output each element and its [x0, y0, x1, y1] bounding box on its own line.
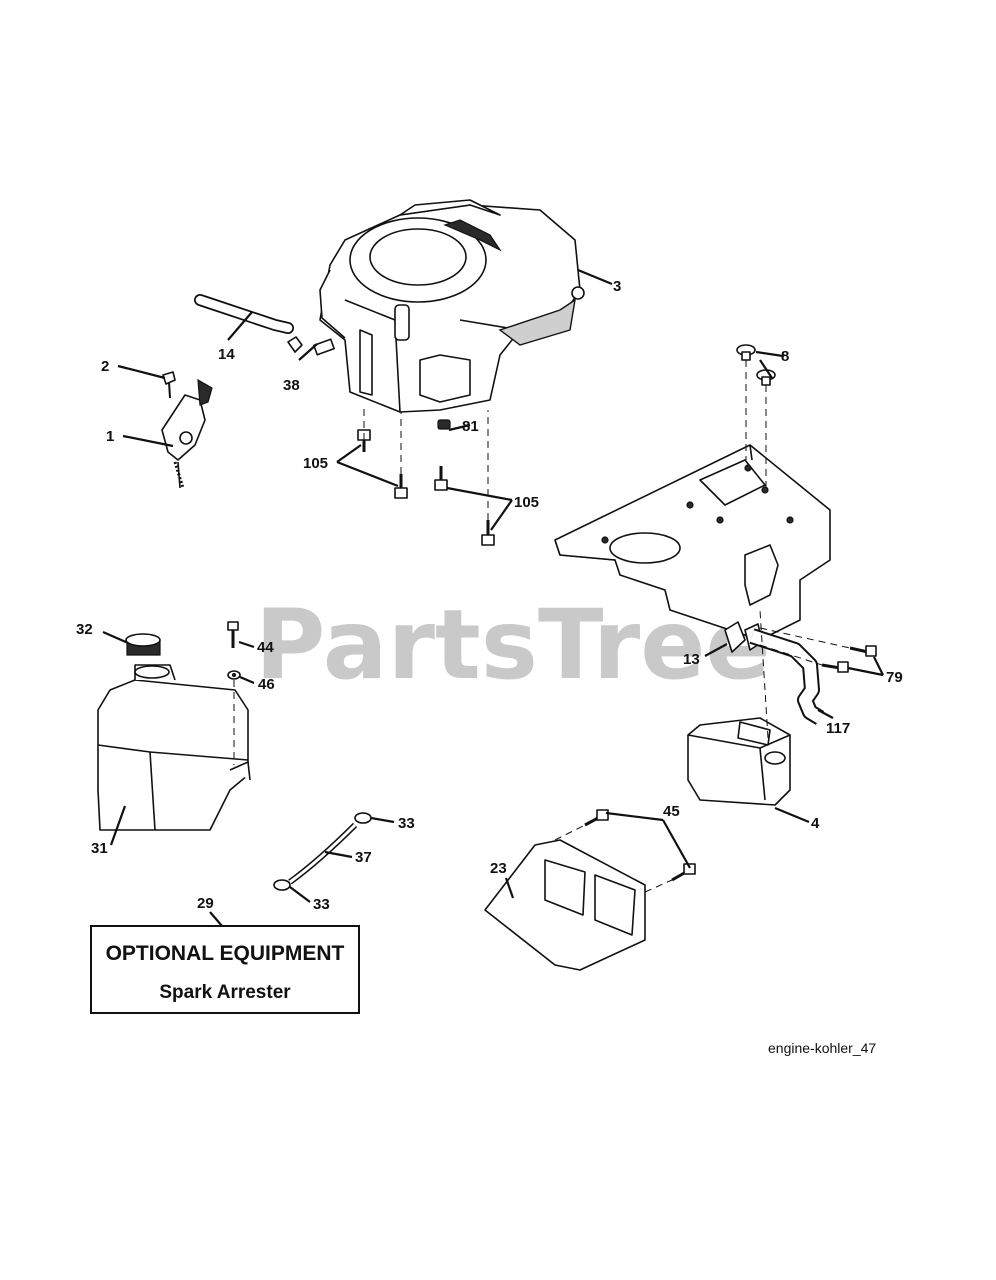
callout-46[interactable]: 46 [258, 676, 275, 693]
bolt-part-79-b[interactable] [821, 661, 849, 673]
screw-part-45-a[interactable] [584, 809, 609, 827]
callout-29[interactable]: 29 [197, 895, 214, 912]
callout-79[interactable]: 79 [886, 669, 903, 686]
optional-equipment-title: OPTIONAL EQUIPMENT [106, 942, 345, 965]
fuel-tank-part-31[interactable] [97, 664, 251, 831]
callout-33-b[interactable]: 33 [313, 896, 330, 913]
callout-44[interactable]: 44 [257, 639, 274, 656]
fitting-part-38[interactable] [287, 336, 335, 356]
callout-33-a[interactable]: 33 [398, 815, 415, 832]
leader-lines [102, 268, 884, 927]
callout-105-a[interactable]: 105 [303, 455, 328, 472]
callout-32[interactable]: 32 [76, 621, 93, 638]
engine-part-3[interactable] [319, 199, 585, 413]
callout-37[interactable]: 37 [355, 849, 372, 866]
callout-3[interactable]: 3 [613, 278, 621, 295]
washer-part-46[interactable] [227, 670, 241, 680]
heat-shield-part-23[interactable] [484, 839, 646, 971]
callout-13[interactable]: 13 [683, 651, 700, 668]
clamp-part-33-b[interactable] [273, 879, 291, 891]
callout-105-b[interactable]: 105 [514, 494, 539, 511]
callout-14[interactable]: 14 [218, 346, 235, 363]
bolt-part-105-c[interactable] [434, 466, 448, 491]
callout-38[interactable]: 38 [283, 377, 300, 394]
optional-equipment-box[interactable]: OPTIONAL EQUIPMENT Spark Arrester [90, 925, 360, 1014]
callout-31[interactable]: 31 [91, 840, 108, 857]
callout-2[interactable]: 2 [101, 358, 109, 375]
callout-8[interactable]: 8 [781, 348, 789, 365]
callout-4[interactable]: 4 [811, 815, 820, 832]
bolt-part-8-a[interactable] [736, 344, 756, 361]
callout-1[interactable]: 1 [106, 428, 114, 445]
screw-part-44[interactable] [227, 621, 239, 648]
callout-117[interactable]: 117 [826, 720, 850, 737]
nut-part-81[interactable] [437, 419, 451, 430]
callout-labels: 2 1 3 14 38 8 105 81 105 13 79 117 4 45 … [76, 278, 903, 913]
screw-part-2[interactable] [162, 371, 176, 399]
bolt-part-105-d[interactable] [481, 520, 495, 546]
bolt-part-79-a[interactable] [849, 645, 877, 657]
screw-part-45-b[interactable] [671, 863, 696, 882]
diagram-reference: engine-kohler_47 [768, 1040, 876, 1056]
frame-mounting-plate [554, 444, 831, 641]
callout-23[interactable]: 23 [490, 860, 507, 877]
fuel-line-part-14[interactable] [194, 294, 294, 334]
callout-45[interactable]: 45 [663, 803, 680, 820]
muffler-part-4[interactable] [687, 717, 791, 806]
bolt-part-105-b[interactable] [394, 474, 408, 499]
exhaust-pipe-part-117[interactable] [749, 628, 825, 725]
callout-81[interactable]: 81 [462, 418, 479, 435]
throttle-control-part-1[interactable] [161, 378, 213, 489]
fuel-cap-part-32[interactable] [125, 633, 161, 656]
spark-arrester-label: Spark Arrester [159, 982, 291, 1003]
fuel-line-part-37[interactable] [288, 822, 358, 885]
clamp-part-33-a[interactable] [354, 812, 372, 824]
